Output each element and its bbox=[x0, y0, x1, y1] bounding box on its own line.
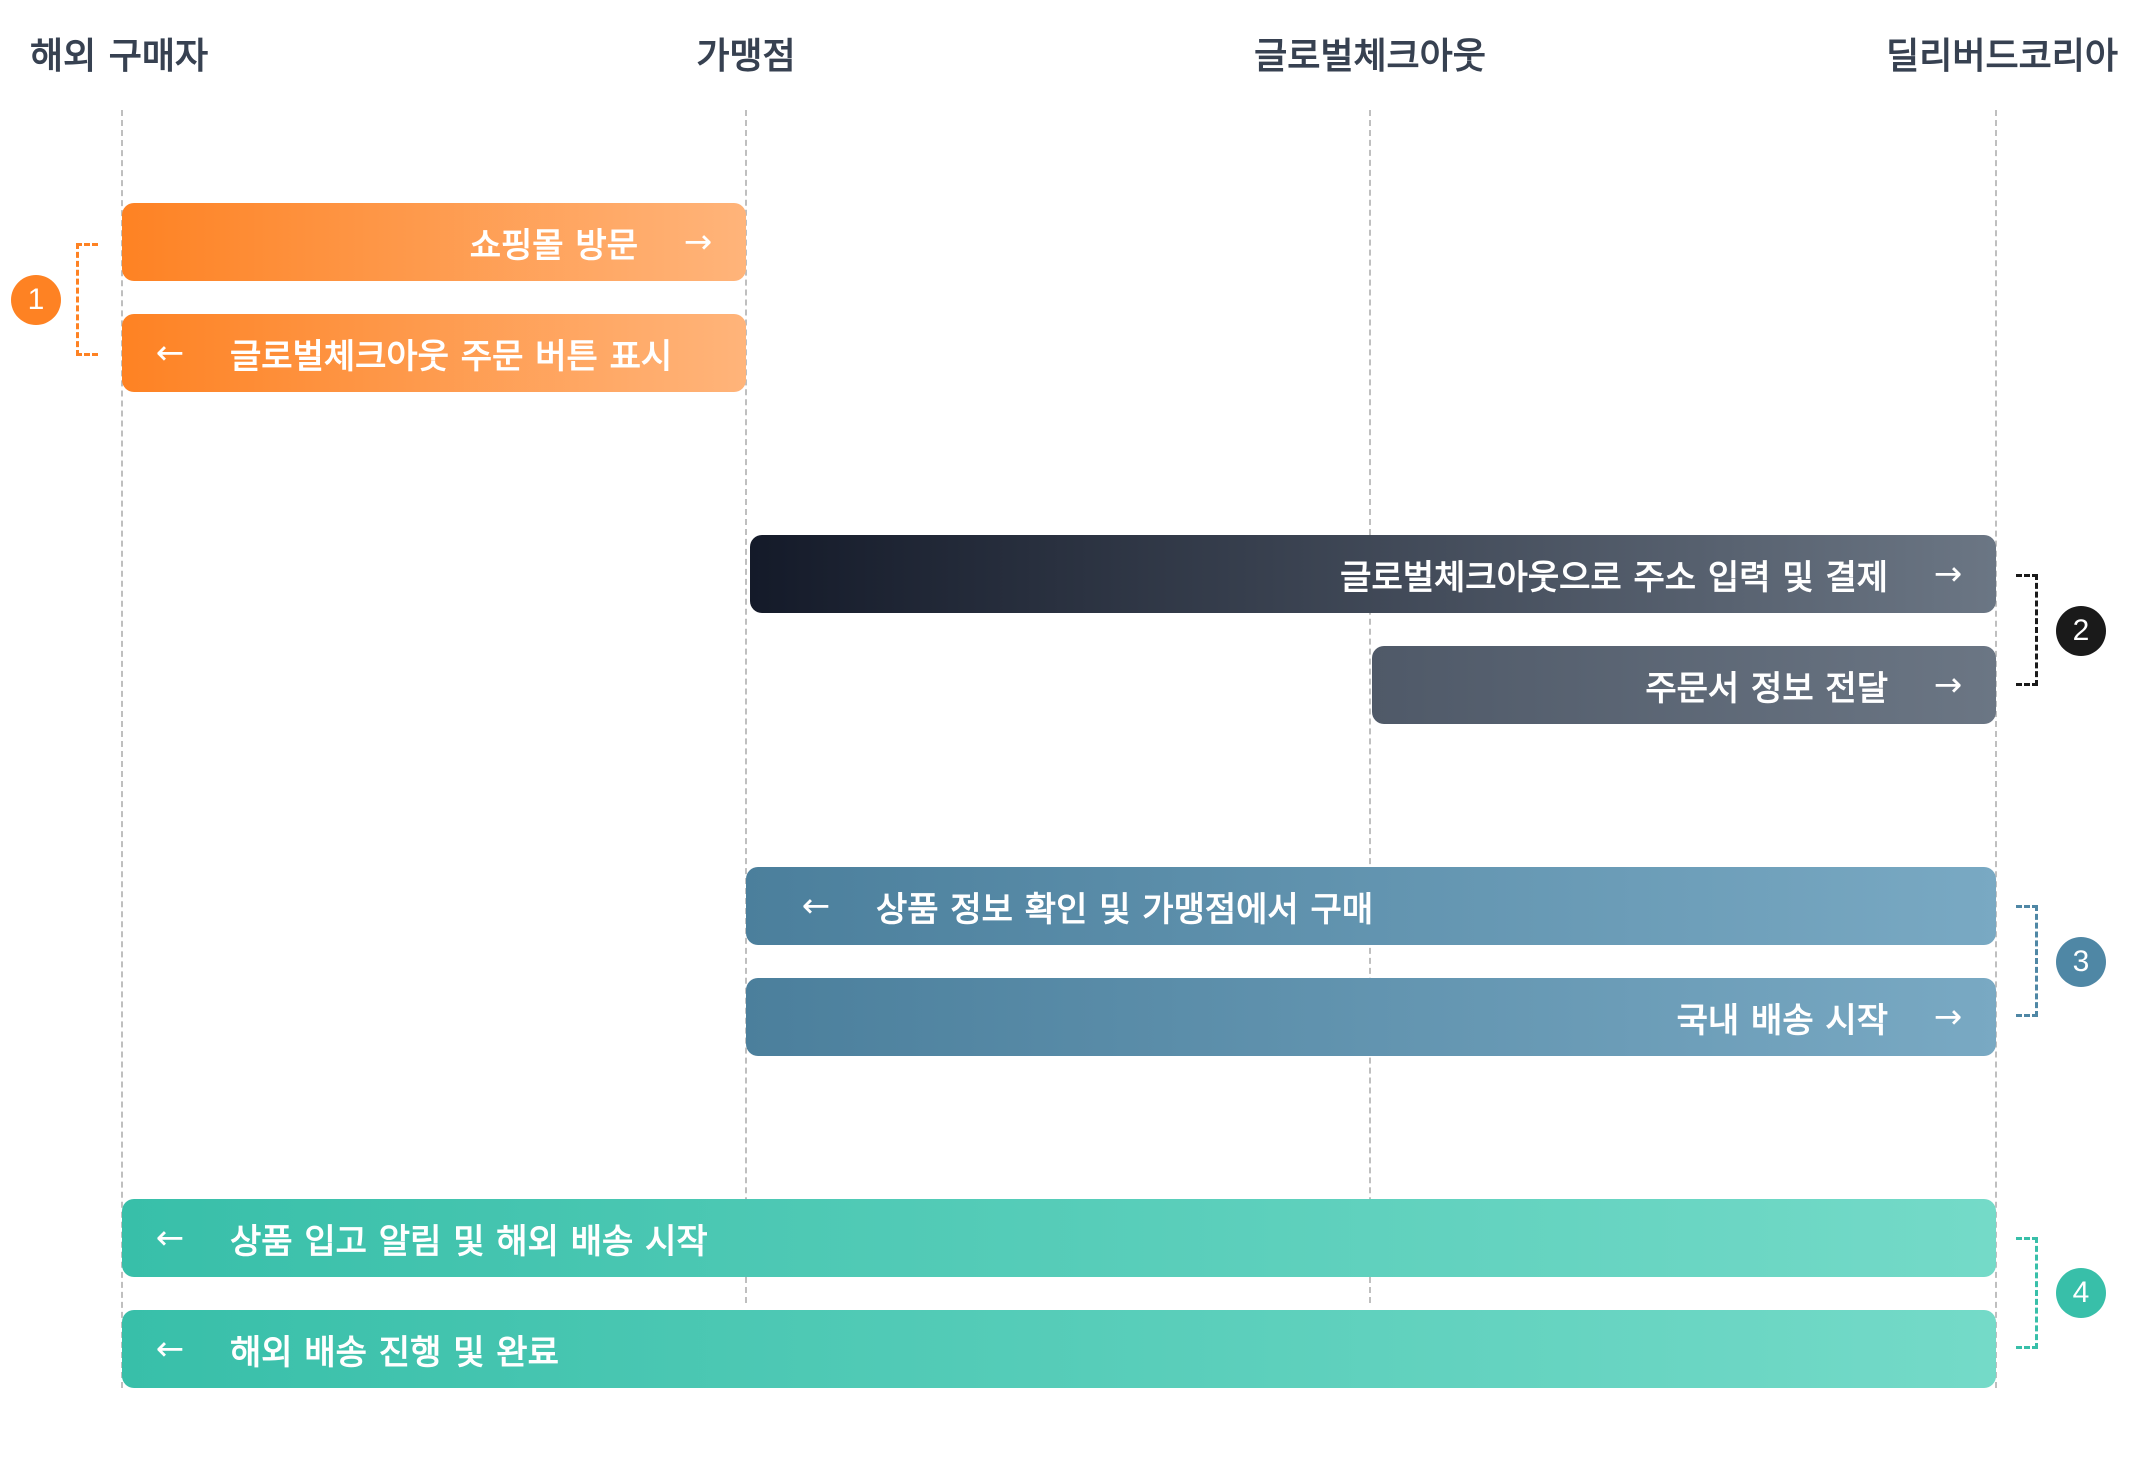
message-show-order-button: ← 글로벌체크아웃 주문 버튼 표시 bbox=[122, 314, 746, 392]
message-shopping-mall-visit: 쇼핑몰 방문 → bbox=[122, 203, 746, 281]
arrow-right-icon: → bbox=[683, 222, 713, 262]
message-label: 상품 정보 확인 및 가맹점에서 구매 bbox=[876, 889, 1374, 930]
message-address-payment: 글로벌체크아웃으로 주소 입력 및 결제 → bbox=[750, 535, 1996, 613]
message-shipping-complete: ← 해외 배송 진행 및 완료 bbox=[122, 1310, 1996, 1388]
message-label: 국내 배송 시작 bbox=[1676, 1000, 1888, 1041]
actor-merchant: 가맹점 bbox=[696, 36, 796, 77]
message-order-info-transfer: 주문서 정보 전달 → bbox=[1372, 646, 1996, 724]
step-3-badge: 3 bbox=[2056, 937, 2106, 987]
message-label: 해외 배송 진행 및 완료 bbox=[230, 1332, 559, 1373]
message-product-purchase: ← 상품 정보 확인 및 가맹점에서 구매 bbox=[746, 867, 1996, 945]
step-2-bracket bbox=[2016, 574, 2038, 686]
step-1-badge: 1 bbox=[11, 275, 61, 325]
step-1-bracket bbox=[76, 243, 98, 356]
arrow-left-icon: ← bbox=[155, 333, 185, 373]
arrow-left-icon: ← bbox=[801, 886, 831, 926]
message-label: 주문서 정보 전달 bbox=[1645, 668, 1888, 709]
step-4-bracket bbox=[2016, 1237, 2038, 1349]
actor-delivered-korea: 딜리버드코리아 bbox=[1886, 36, 2118, 77]
arrow-right-icon: → bbox=[1933, 665, 1963, 705]
step-2-badge: 2 bbox=[2056, 606, 2106, 656]
step-4-badge: 4 bbox=[2056, 1268, 2106, 1318]
lifeline-global-checkout bbox=[1369, 110, 1371, 1303]
actor-global-checkout: 글로벌체크아웃 bbox=[1254, 36, 1486, 77]
arrow-right-icon: → bbox=[1933, 997, 1963, 1037]
lifeline-merchant bbox=[745, 110, 747, 1303]
message-arrival-overseas-shipping: ← 상품 입고 알림 및 해외 배송 시작 bbox=[122, 1199, 1996, 1277]
message-label: 글로벌체크아웃 주문 버튼 표시 bbox=[230, 336, 673, 377]
message-label: 상품 입고 알림 및 해외 배송 시작 bbox=[230, 1221, 708, 1262]
message-domestic-shipping: 국내 배송 시작 → bbox=[746, 978, 1996, 1056]
lifeline-delivered-korea bbox=[1995, 110, 1997, 1388]
message-label: 글로벌체크아웃으로 주소 입력 및 결제 bbox=[1340, 557, 1888, 598]
arrow-right-icon: → bbox=[1933, 554, 1963, 594]
lifeline-overseas-buyer bbox=[121, 110, 123, 1388]
actor-overseas-buyer: 해외 구매자 bbox=[30, 36, 209, 77]
message-label: 쇼핑몰 방문 bbox=[469, 225, 638, 266]
arrow-left-icon: ← bbox=[155, 1329, 185, 1369]
step-3-bracket bbox=[2016, 905, 2038, 1017]
arrow-left-icon: ← bbox=[155, 1218, 185, 1258]
